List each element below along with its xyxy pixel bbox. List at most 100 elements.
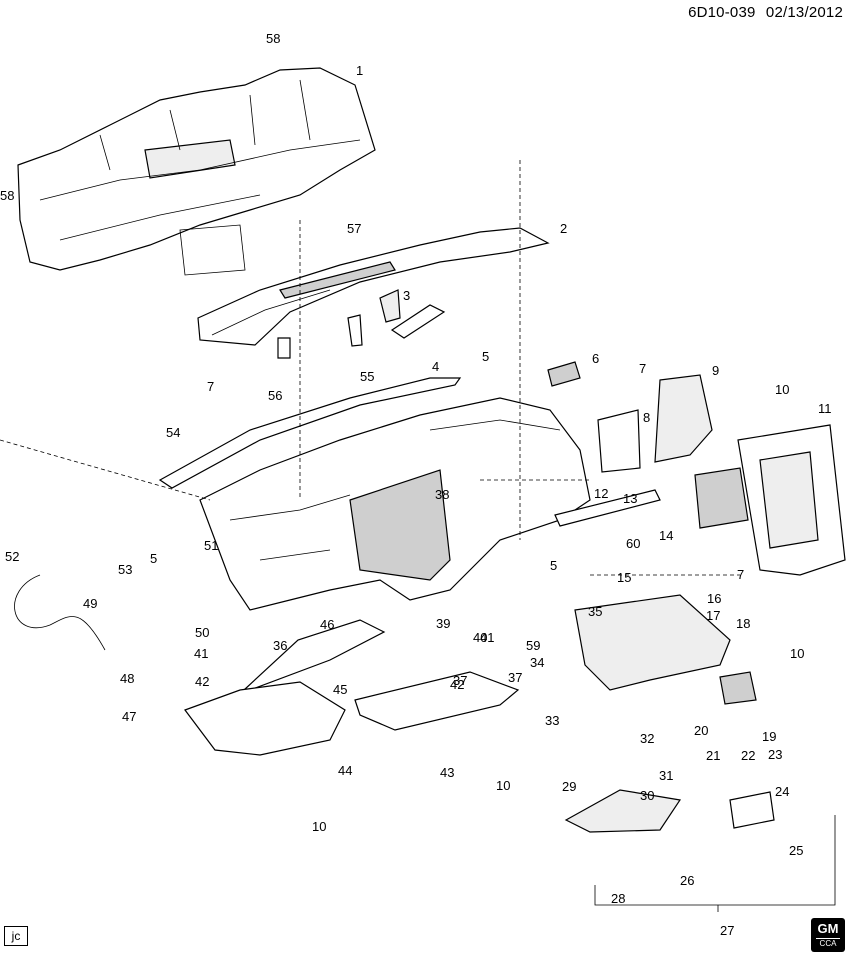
- callout-22: 22: [741, 748, 755, 763]
- callout-57: 57: [347, 221, 361, 236]
- callout-19: 19: [762, 729, 776, 744]
- callout-13: 13: [623, 491, 637, 506]
- logo-brand: GM: [817, 921, 839, 936]
- part-8-bezel: [597, 409, 641, 473]
- callout-49: 49: [83, 596, 97, 611]
- callout-30: 30: [640, 788, 654, 803]
- callout-33: 33: [545, 713, 559, 728]
- callout-39: 39: [436, 616, 450, 631]
- part-55-fastener: [347, 314, 363, 347]
- part-15-vent: [694, 467, 749, 529]
- part-26-plate: [729, 791, 775, 829]
- part-1-frame: [17, 67, 376, 276]
- callout-5: 5: [482, 349, 489, 364]
- part-2-dash-pad: [197, 227, 550, 346]
- diagram-date: 02/13/2012: [765, 4, 843, 21]
- callout-60: 60: [626, 536, 640, 551]
- callout-46: 46: [320, 617, 334, 632]
- callout-7: 7: [639, 361, 646, 376]
- logo-sub: CCA: [816, 938, 840, 949]
- callout-7: 7: [737, 567, 744, 582]
- callout-58: 58: [266, 31, 280, 46]
- part-9-grille: [654, 374, 713, 463]
- callout-38: 38: [435, 487, 449, 502]
- callout-20: 20: [694, 723, 708, 738]
- callout-24: 24: [775, 784, 789, 799]
- callout-59: 59: [526, 638, 540, 653]
- callout-58: 58: [0, 188, 14, 203]
- callout-54: 54: [166, 425, 180, 440]
- part-44-lower-cover: [184, 681, 346, 756]
- callout-56: 56: [268, 388, 282, 403]
- callout-5: 5: [150, 551, 157, 566]
- part-56-clip: [277, 337, 291, 359]
- callout-25: 25: [789, 843, 803, 858]
- callout-29: 29: [562, 779, 576, 794]
- callout-2: 2: [560, 221, 567, 236]
- part-14-strip: [554, 489, 661, 527]
- callout-37: 37: [508, 670, 522, 685]
- part-glovebox: [574, 594, 731, 691]
- corner-tag: jc: [4, 926, 28, 946]
- callout-48: 48: [120, 671, 134, 686]
- part-4-bracket: [390, 304, 446, 339]
- callout-10: 10: [496, 778, 510, 793]
- gm-logo: GM CCA: [811, 918, 845, 952]
- callout-15: 15: [617, 570, 631, 585]
- callout-40: 40: [473, 630, 487, 645]
- callout-41: 41: [480, 630, 494, 645]
- callout-53: 53: [118, 562, 132, 577]
- callout-28: 28: [611, 891, 625, 906]
- callout-36: 36: [273, 638, 287, 653]
- callout-11: 11: [818, 401, 832, 416]
- callout-9: 9: [712, 363, 719, 378]
- callout-3: 3: [403, 288, 410, 303]
- callout-41: 41: [194, 646, 208, 661]
- callout-10: 10: [312, 819, 326, 834]
- callout-27: 27: [720, 923, 734, 938]
- callout-55: 55: [360, 369, 374, 384]
- callout-5: 5: [550, 558, 557, 573]
- callout-1: 1: [356, 63, 363, 78]
- callout-47: 47: [122, 709, 136, 724]
- callout-18: 18: [736, 616, 750, 631]
- callout-8: 8: [643, 410, 650, 425]
- callout-21: 21: [706, 748, 720, 763]
- callout-4: 4: [432, 359, 439, 374]
- callout-16: 16: [707, 591, 721, 606]
- part-30-bracket: [564, 789, 682, 833]
- part-6-vent: [547, 361, 581, 387]
- part-52-wire: [14, 574, 106, 651]
- callout-10: 10: [775, 382, 789, 397]
- part-main-instrument-panel: [199, 397, 591, 611]
- part-46-panel: [242, 619, 386, 691]
- diagram-id: 6D10-039: [688, 4, 756, 21]
- callout-7: 7: [207, 379, 214, 394]
- callout-6: 6: [592, 351, 599, 366]
- callout-51: 51: [204, 538, 218, 553]
- callout-37: 37: [453, 673, 467, 688]
- callout-23: 23: [768, 747, 782, 762]
- callout-34: 34: [530, 655, 544, 670]
- callout-50: 50: [195, 625, 209, 640]
- callout-26: 26: [680, 873, 694, 888]
- callout-31: 31: [659, 768, 673, 783]
- part-11-opening: [759, 451, 819, 549]
- part-54-trim-strip: [158, 377, 462, 489]
- part-20-switch: [719, 671, 757, 705]
- callout-12: 12: [594, 486, 608, 501]
- callout-44: 44: [338, 763, 352, 778]
- callout-10: 10: [790, 646, 804, 661]
- callout-17: 17: [706, 608, 720, 623]
- callout-42: 42: [450, 677, 464, 692]
- part-43-lower-cover: [354, 671, 520, 731]
- callout-35: 35: [588, 604, 602, 619]
- part-3-bracket: [379, 289, 401, 323]
- callout-42: 42: [195, 674, 209, 689]
- callout-32: 32: [640, 731, 654, 746]
- callout-43: 43: [440, 765, 454, 780]
- callout-14: 14: [659, 528, 673, 543]
